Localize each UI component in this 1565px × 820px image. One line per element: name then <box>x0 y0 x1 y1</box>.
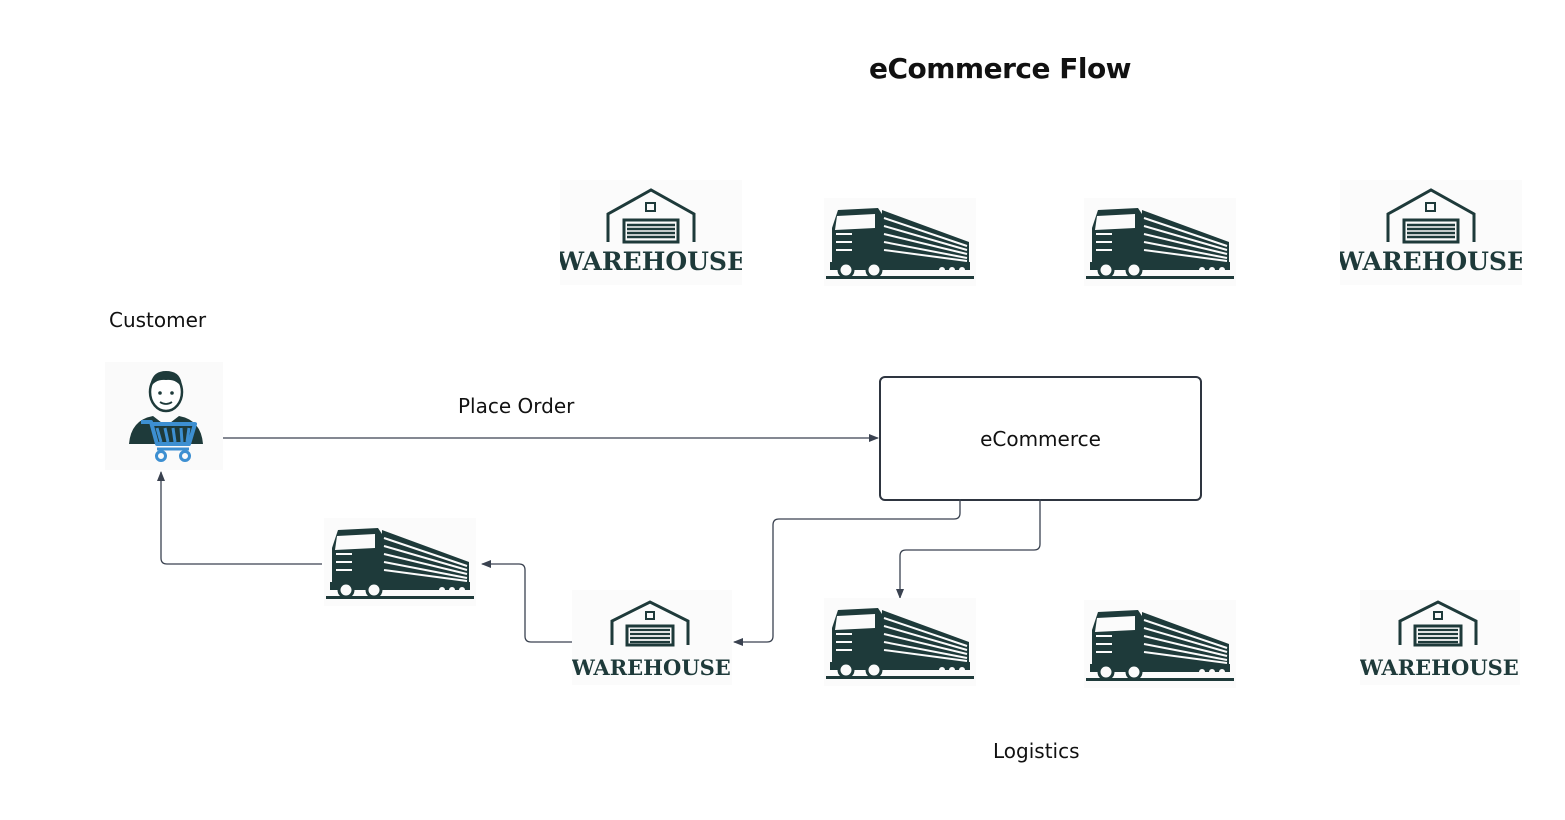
truck-icon <box>1084 600 1236 688</box>
diagram-title: eCommerce Flow <box>868 52 1132 85</box>
warehouse-icon: WAREHOUSE <box>555 180 746 290</box>
ecommerce-node[interactable]: eCommerce <box>879 376 1202 501</box>
truck-icon <box>824 198 976 286</box>
truck-to-customer-arrow <box>157 471 322 565</box>
ecommerce-node-label: eCommerce <box>980 426 1101 451</box>
logistics-label: Logistics <box>993 739 1080 763</box>
customer-shopping-cart-icon <box>105 362 223 470</box>
place-order-label: Place Order <box>458 394 575 418</box>
warehouse-text: WAREHOUSE <box>572 655 731 680</box>
truck-icon <box>324 518 476 606</box>
warehouse-icon: WAREHOUSE <box>1358 590 1520 690</box>
warehouse-text: WAREHOUSE <box>560 247 742 276</box>
truck-icon <box>1084 198 1236 286</box>
warehouse-to-truck-arrow <box>481 560 572 643</box>
ecommerce-to-logistics-arrow <box>896 499 1041 599</box>
warehouse-text: WAREHOUSE <box>1340 247 1522 276</box>
warehouse-text: WAREHOUSE <box>1360 655 1519 680</box>
truck-icon <box>824 598 976 686</box>
warehouse-icon: WAREHOUSE <box>570 590 732 690</box>
ecommerce-to-warehouse-arrow <box>733 499 961 646</box>
warehouse-icon: WAREHOUSE <box>1335 180 1526 290</box>
customer-label: Customer <box>109 308 207 332</box>
